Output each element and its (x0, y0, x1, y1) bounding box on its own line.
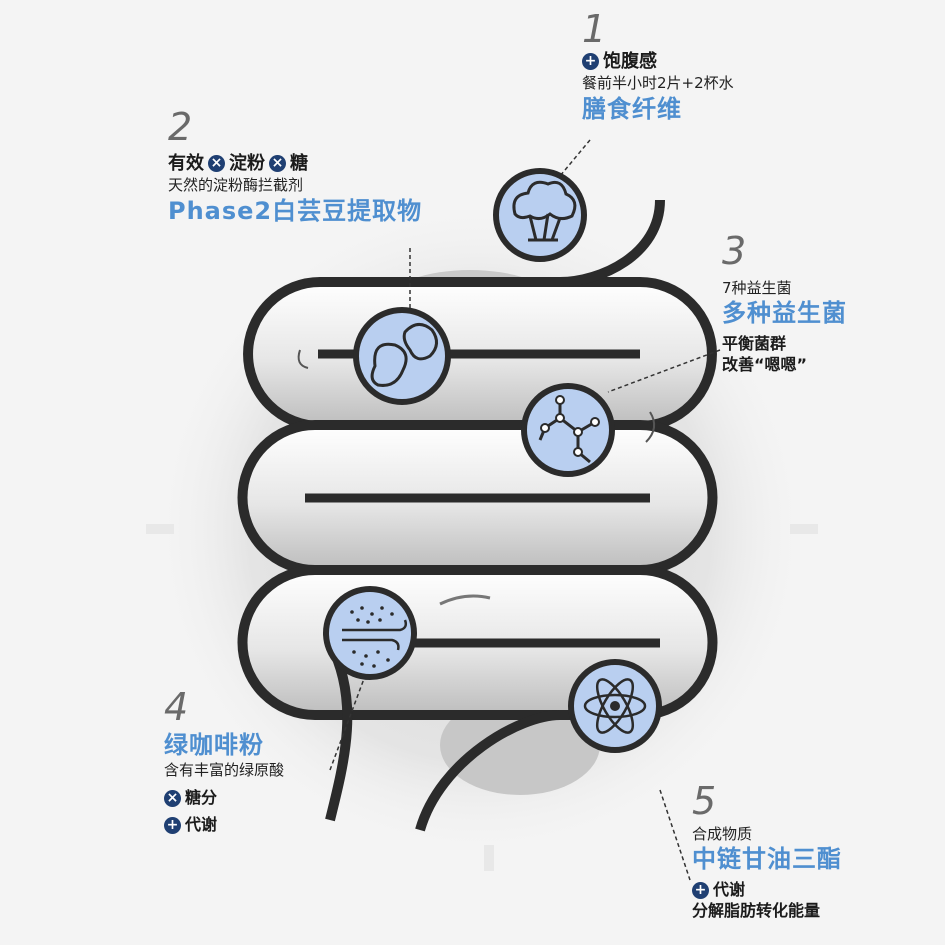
item-2-benefit-row: 有效 × 淀粉 × 糖 (168, 152, 422, 175)
item-2-desc: 天然的淀粉酶拦截剂 (168, 176, 304, 195)
item-3-benefit-2: 改善“嗯嗯” (722, 355, 808, 375)
flow-arrow-2 (645, 411, 656, 443)
item-2: 2 有效 × 淀粉 × 糖 天然的淀粉酶拦截剂 Phase2白芸豆提取物 (168, 108, 422, 226)
cross-icon: × (164, 790, 181, 808)
beans-icon (353, 307, 451, 405)
molecule-icon (521, 383, 615, 477)
plus-icon: + (164, 816, 181, 834)
item-4-benefit-row-2: + 代谢 (164, 815, 284, 836)
item-2-benefit-c: 糖 (290, 153, 308, 174)
item-1-name: 膳食纤维 (582, 94, 682, 123)
item-1-desc: 餐前半小时2片+2杯水 (582, 74, 734, 93)
plus-icon: + (582, 53, 599, 71)
item-3: 3 7种益生菌 多种益生菌 平衡菌群 改善“嗯嗯” (722, 232, 847, 376)
item-5-name: 中链甘油三酯 (692, 845, 842, 874)
item-4-desc: 含有丰富的绿原酸 (164, 761, 285, 779)
item-1-benefit-row: + 饱腹感 (582, 50, 734, 73)
plus-icon: + (692, 882, 709, 900)
item-5: 5 合成物质 中链甘油三酯 + 代谢 分解脂肪转化能量 (692, 782, 842, 922)
flow-arrow-3 (439, 594, 491, 606)
item-4-benefit-1: 糖分 (185, 788, 218, 808)
item-5-number: 5 (692, 779, 717, 823)
item-5-benefit-2: 分解脂肪转化能量 (692, 901, 821, 921)
item-4-name: 绿咖啡粉 (164, 731, 264, 759)
item-3-name: 多种益生菌 (722, 299, 847, 328)
cross-icon: × (208, 155, 225, 173)
item-3-number: 3 (722, 229, 747, 273)
tick-bottom (484, 845, 494, 871)
leader-line-5 (659, 789, 691, 881)
item-5-benefit-row: + 代谢 (692, 880, 842, 901)
item-4-number: 4 (164, 685, 189, 729)
tick-right (790, 524, 818, 534)
item-3-desc: 7种益生菌 (722, 279, 792, 297)
item-4-benefit-row-1: × 糖分 (164, 788, 284, 809)
item-5-desc: 合成物质 (692, 825, 753, 843)
item-2-number: 2 (168, 105, 193, 149)
item-2-benefit-b: 淀粉 (229, 153, 265, 174)
item-4: 4 绿咖啡粉 含有丰富的绿原酸 × 糖分 + 代谢 (164, 688, 284, 836)
item-1: 1 + 饱腹感 餐前半小时2片+2杯水 膳食纤维 (582, 10, 734, 124)
item-2-benefit-a: 有效 (168, 153, 204, 174)
tick-left (146, 524, 174, 534)
broccoli-icon (493, 168, 587, 262)
item-5-benefit-1: 代谢 (713, 880, 746, 900)
item-2-name: Phase2白芸豆提取物 (168, 196, 423, 225)
intestine-entry (559, 199, 665, 287)
item-4-benefit-2: 代谢 (185, 815, 218, 835)
particles-icon (323, 586, 417, 680)
item-1-number: 1 (582, 7, 607, 51)
item-1-benefit: 饱腹感 (603, 51, 657, 72)
intestine-exit (415, 710, 561, 832)
atom-icon (568, 659, 662, 753)
cross-icon: × (269, 155, 286, 173)
flow-arrow-1 (297, 349, 309, 369)
leader-line-3 (607, 349, 721, 393)
item-3-benefit-1: 平衡菌群 (722, 334, 787, 354)
leader-line-4 (329, 675, 366, 771)
